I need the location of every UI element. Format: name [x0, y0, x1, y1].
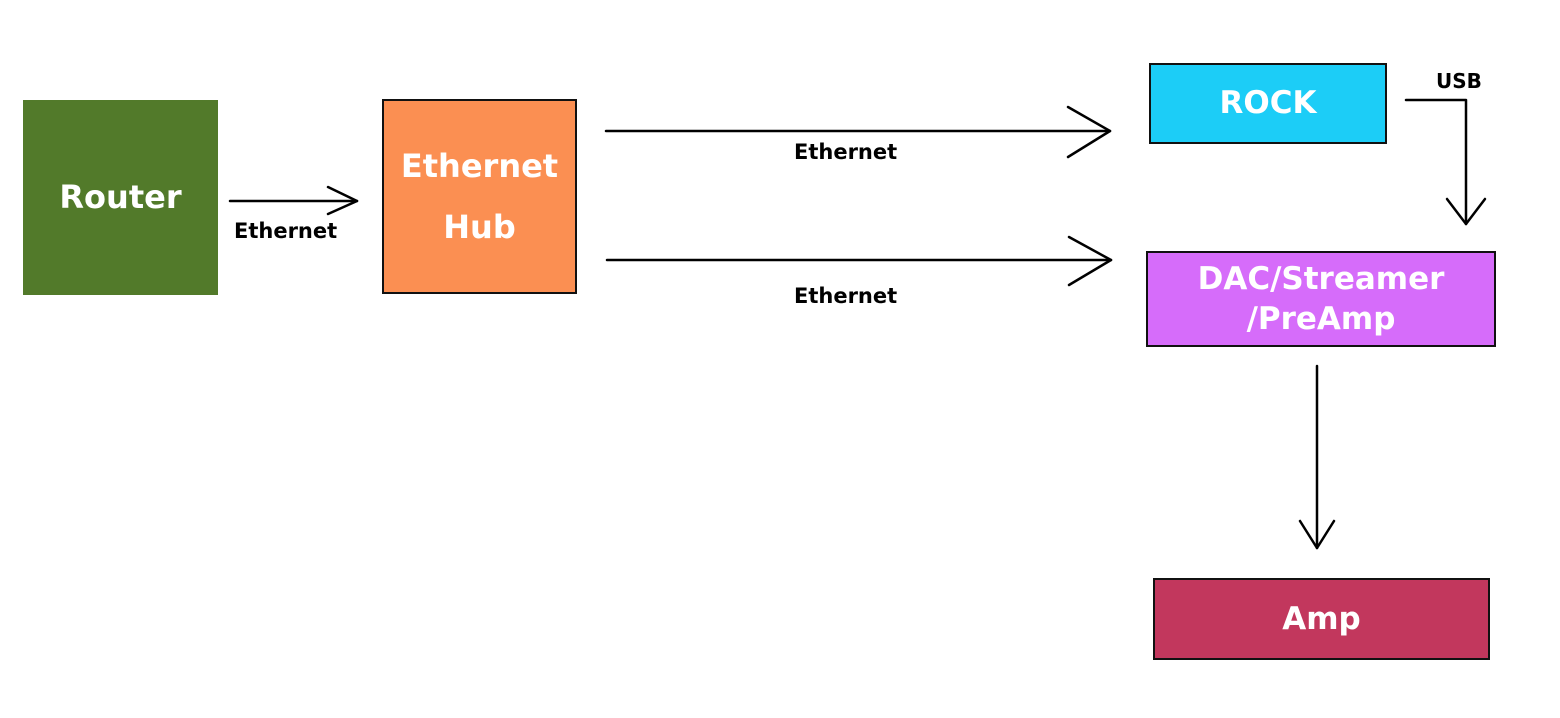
edge-router-hub — [228, 185, 359, 216]
edge-label-rock-dac: USB — [1436, 69, 1482, 93]
edge-label-router-hub: Ethernet — [234, 219, 338, 243]
dac-label-line2: /PreAmp — [1246, 301, 1396, 337]
dac-label-line1: DAC/Streamer — [1197, 260, 1445, 297]
dac-streamer-preamp-node: DAC/Streamer /PreAmp — [1146, 251, 1496, 347]
router-node: Router — [23, 100, 218, 295]
ethernet-hub-node: Ethernet Hub — [382, 99, 577, 294]
ethernet-hub-label-line1: Ethernet — [400, 146, 559, 185]
rock-node: ROCK — [1149, 63, 1387, 144]
rock-label: ROCK — [1219, 85, 1317, 122]
amp-label: Amp — [1282, 600, 1361, 637]
edge-label-hub-dac: Ethernet — [794, 284, 898, 308]
edge-rock-dac — [1404, 98, 1487, 226]
edge-hub-dac — [605, 235, 1113, 287]
edge-label-hub-rock: Ethernet — [794, 140, 898, 164]
amp-node: Amp — [1153, 578, 1490, 660]
router-label: Router — [59, 177, 182, 216]
ethernet-hub-label-line2: Hub — [443, 207, 516, 246]
edge-dac-amp — [1298, 364, 1336, 550]
